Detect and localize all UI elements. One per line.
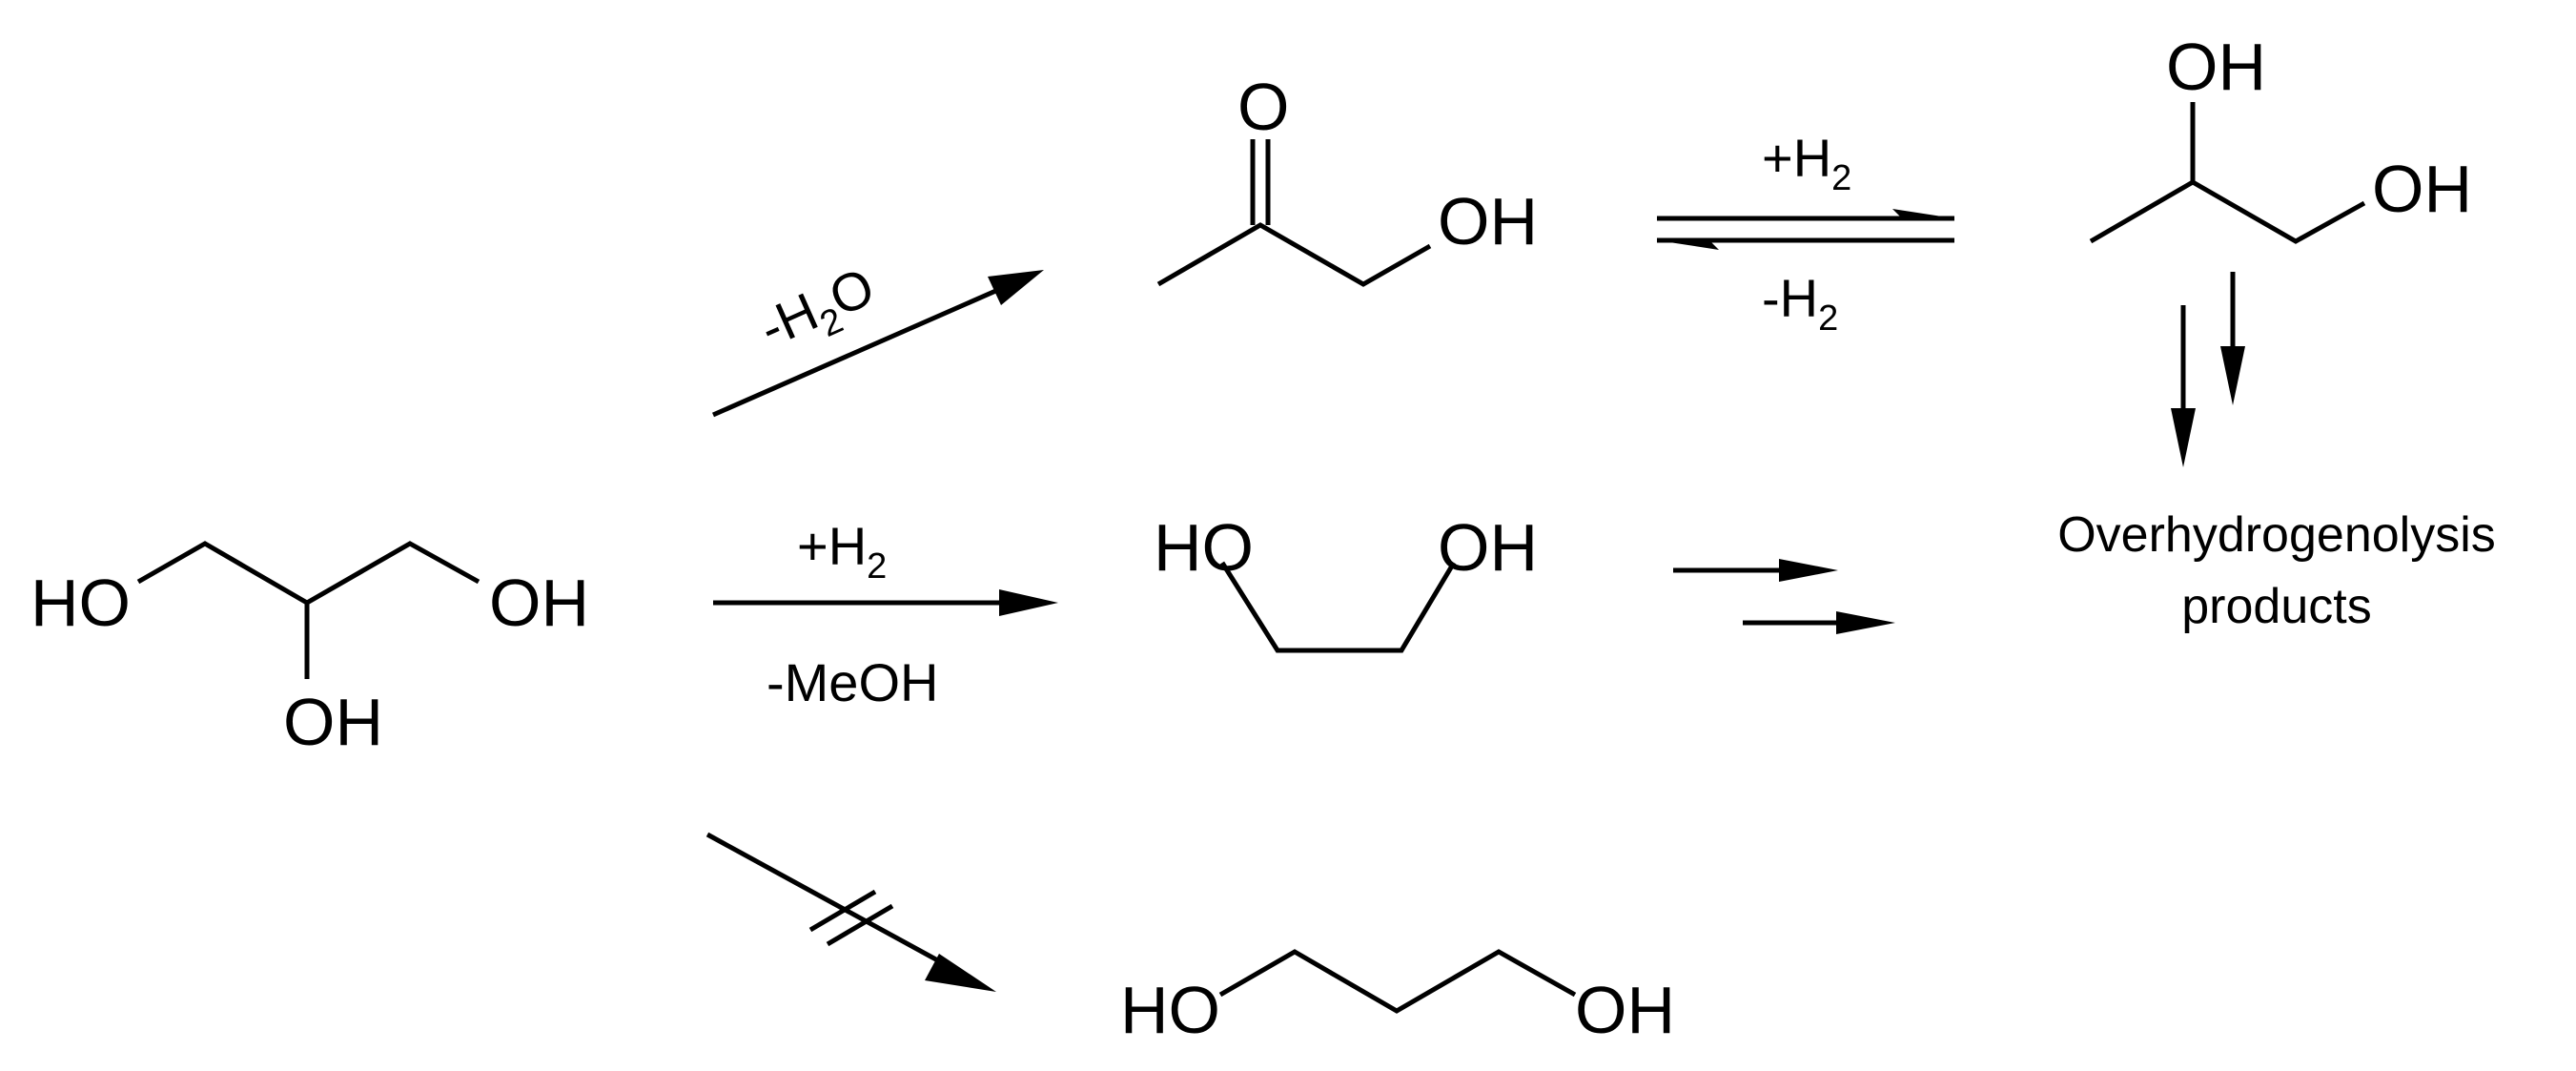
label-hydrogenolysis: +H2 [797, 516, 887, 587]
propanediol-12-backbone-bonds [2089, 179, 2366, 244]
glycerol-oh-right: OH [489, 566, 589, 640]
products-line-2: products [2181, 579, 2371, 634]
arrow-dehydration: -H2O [711, 256, 1044, 418]
ethylene-glycol-oh: OH [1438, 510, 1538, 585]
down-arrows [2171, 272, 2245, 467]
equilibrium-arrows: +H2 -H2 [1657, 128, 1954, 339]
hydroxyacetone-o: O [1237, 70, 1289, 144]
propanediol-13-backbone-bonds [1218, 949, 1577, 1014]
label-hydrogenation: +H2 [1762, 128, 1851, 198]
label-methanol-loss: -MeOH [767, 652, 938, 712]
arrow-hydrogenolysis: +H2 -MeOH [713, 516, 1058, 712]
glycerol-backbone-bonds [136, 541, 480, 606]
propanediol-12-oh-right: OH [2372, 152, 2472, 226]
overhydrogenolysis-products: Overhydrogenolysis products [2057, 507, 2496, 634]
propanediol-12-molecule: OH OH [2089, 30, 2472, 244]
glycerol-oh-bottom: OH [283, 685, 383, 759]
propanediol-13-oh: OH [1575, 973, 1675, 1047]
propanediol-12-oh-top: OH [2166, 30, 2266, 104]
ethylene-glycol-backbone-bonds [1219, 561, 1457, 653]
label-dehydrogenation: -H2 [1762, 268, 1838, 339]
hydroxyacetone-molecule: O OH [1156, 70, 1538, 287]
propanediol-13-ho: HO [1120, 973, 1220, 1047]
products-line-1: Overhydrogenolysis [2057, 507, 2496, 563]
label-dehydration: -H2O [750, 256, 887, 368]
hydroxyacetone-backbone-bonds [1156, 222, 1432, 287]
blocked-slash-1 [808, 889, 877, 933]
hydroxyacetone-oh: OH [1438, 184, 1538, 258]
ethylene-glycol-molecule: HO OH [1154, 510, 1538, 653]
ethylene-glycol-ho: HO [1154, 510, 1254, 585]
propanediol-13-molecule: HO OH [1120, 949, 1675, 1047]
stepwise-arrows [1673, 559, 1895, 634]
glycerol-oh-left: HO [31, 566, 131, 640]
glycerol-molecule: HO OH OH [31, 541, 589, 759]
blocked-slash-2 [826, 903, 894, 947]
arrow-blocked [705, 832, 996, 992]
